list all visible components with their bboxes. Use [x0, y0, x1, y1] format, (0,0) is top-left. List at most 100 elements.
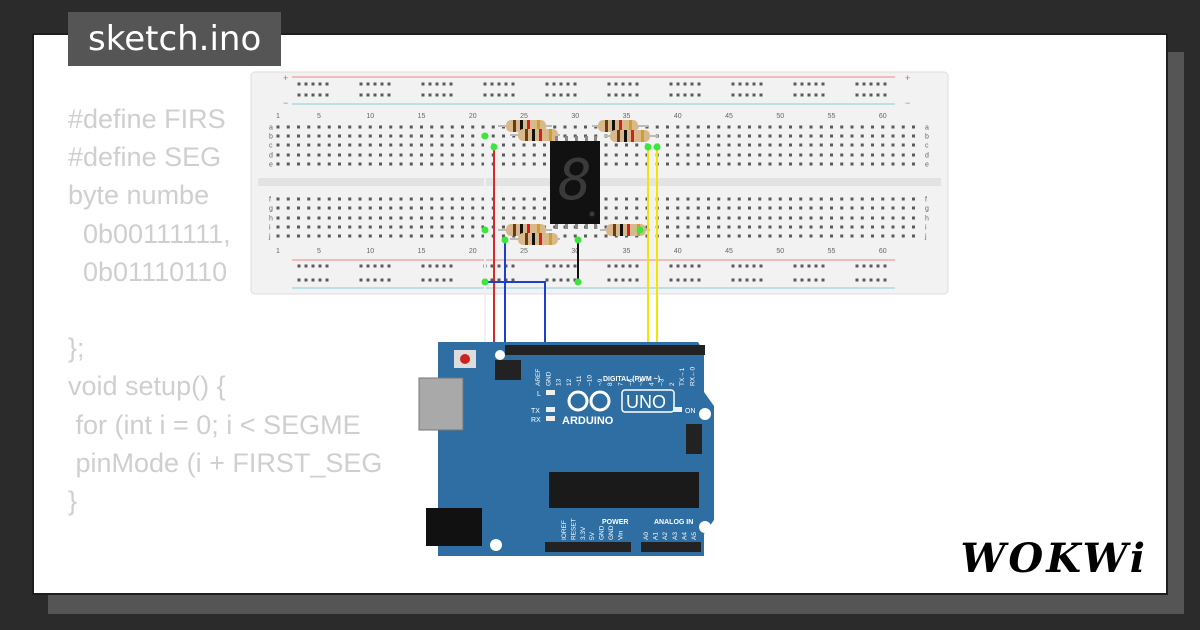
code-line: #define FIRS: [68, 104, 226, 134]
rail-minus-right: −: [905, 98, 910, 108]
display-digit: 8: [558, 148, 592, 213]
column-number: 55: [828, 113, 836, 120]
sketch-title: sketch.ino: [68, 12, 282, 66]
column-number: 40: [674, 113, 682, 120]
row-letter: b: [269, 134, 273, 141]
pin-label: TX→1: [679, 367, 686, 386]
pin-label: 13: [556, 378, 563, 386]
pin-label: ~6: [628, 378, 635, 386]
column-number: 35: [623, 248, 631, 255]
uno-model: UNO: [626, 392, 666, 412]
code-line: 0b01110110: [68, 256, 228, 287]
row-letter: f: [925, 197, 927, 204]
column-number: 20: [469, 113, 477, 120]
row-letter: h: [925, 216, 929, 223]
pin-label: A0: [643, 532, 650, 540]
column-number: 55: [828, 248, 836, 255]
column-number: 40: [674, 248, 682, 255]
pin-label: A5: [691, 532, 698, 540]
resistor-bottom-left-2: [510, 233, 560, 245]
code-line: #define SEG: [68, 142, 222, 173]
row-letter: d: [925, 153, 929, 160]
pin-label: AREF: [535, 369, 542, 386]
column-number: 45: [725, 248, 733, 255]
column-number: 30: [571, 248, 579, 255]
column-number: 50: [776, 113, 784, 120]
pin-label: GND: [599, 525, 606, 540]
pin-label: ~5: [638, 378, 645, 386]
pin-label: GND: [608, 525, 615, 540]
column-number: 60: [879, 248, 887, 255]
code-line: for (int i = 0; i < SEGME: [68, 409, 361, 440]
pin-label: 12: [566, 378, 573, 386]
row-letter: g: [925, 206, 929, 213]
seven-segment-display[interactable]: 8: [550, 136, 600, 229]
row-letter: j: [268, 234, 271, 241]
code-line: 0b00111111,: [68, 218, 231, 249]
code-line: };: [68, 333, 85, 364]
pin-label: GND: [545, 371, 552, 386]
connection-leds: [481, 132, 661, 286]
row-letter: i: [269, 225, 271, 232]
rail-minus-left: −: [283, 98, 288, 108]
pin-label: 3.3V: [580, 526, 587, 540]
analog-header: [641, 542, 701, 552]
power-header: [545, 542, 631, 552]
pin-label: 4: [648, 382, 655, 386]
pin-label: ~9: [597, 378, 604, 386]
code-line: byte numbe: [68, 180, 210, 211]
code-preview: #define FIRS #define SEG byte numbe 0b0011…: [68, 100, 622, 520]
pin-label: 7: [617, 382, 624, 386]
row-letter: g: [269, 206, 273, 213]
row-letter: b: [925, 134, 929, 141]
row-letter: a: [925, 125, 929, 132]
digital-header: [505, 345, 705, 355]
led-l-label: L: [537, 391, 541, 398]
led-rx-label: RX: [531, 417, 541, 424]
column-number: 5: [317, 113, 321, 120]
row-letter: c: [269, 143, 273, 150]
analog-label: ANALOG IN: [654, 519, 693, 526]
row-letter: c: [925, 143, 929, 150]
column-number: 1: [276, 113, 280, 120]
rail-plus-right: +: [905, 73, 910, 83]
pin-label: Vin: [617, 530, 624, 540]
pin-label: ~10: [587, 375, 594, 386]
icsp-header: [495, 360, 521, 380]
pin-label: 5V: [589, 531, 596, 540]
pin-label: ~11: [576, 375, 583, 386]
column-number: 30: [571, 113, 579, 120]
led-tx-label: TX: [531, 408, 540, 415]
row-letter: i: [925, 225, 927, 232]
arduino-brand: ARDUINO: [562, 415, 614, 427]
digital-label: DIGITAL (PWM ~): [603, 376, 660, 383]
column-number: 45: [725, 113, 733, 120]
power-jack: [426, 508, 482, 546]
arduino-infinity-logo: [567, 390, 611, 412]
row-letter: h: [269, 216, 273, 223]
column-number: 50: [776, 248, 784, 255]
pin-label: IOREF: [561, 520, 568, 540]
row-letter: d: [269, 153, 273, 160]
column-number: 15: [418, 248, 426, 255]
resistor-top-right-2: [604, 130, 658, 142]
row-letter: j: [924, 234, 927, 241]
wokwi-logo: WOKWi: [960, 535, 1148, 582]
resistor-top-left-2: [510, 129, 560, 141]
column-number: 35: [623, 113, 631, 120]
rail-plus-left: +: [283, 73, 288, 83]
pin-label: ~3: [659, 378, 666, 386]
row-letter: f: [269, 197, 271, 204]
wire-blue-2[interactable]: [485, 281, 546, 350]
column-number: 60: [879, 113, 887, 120]
pin-label: A4: [681, 532, 688, 540]
